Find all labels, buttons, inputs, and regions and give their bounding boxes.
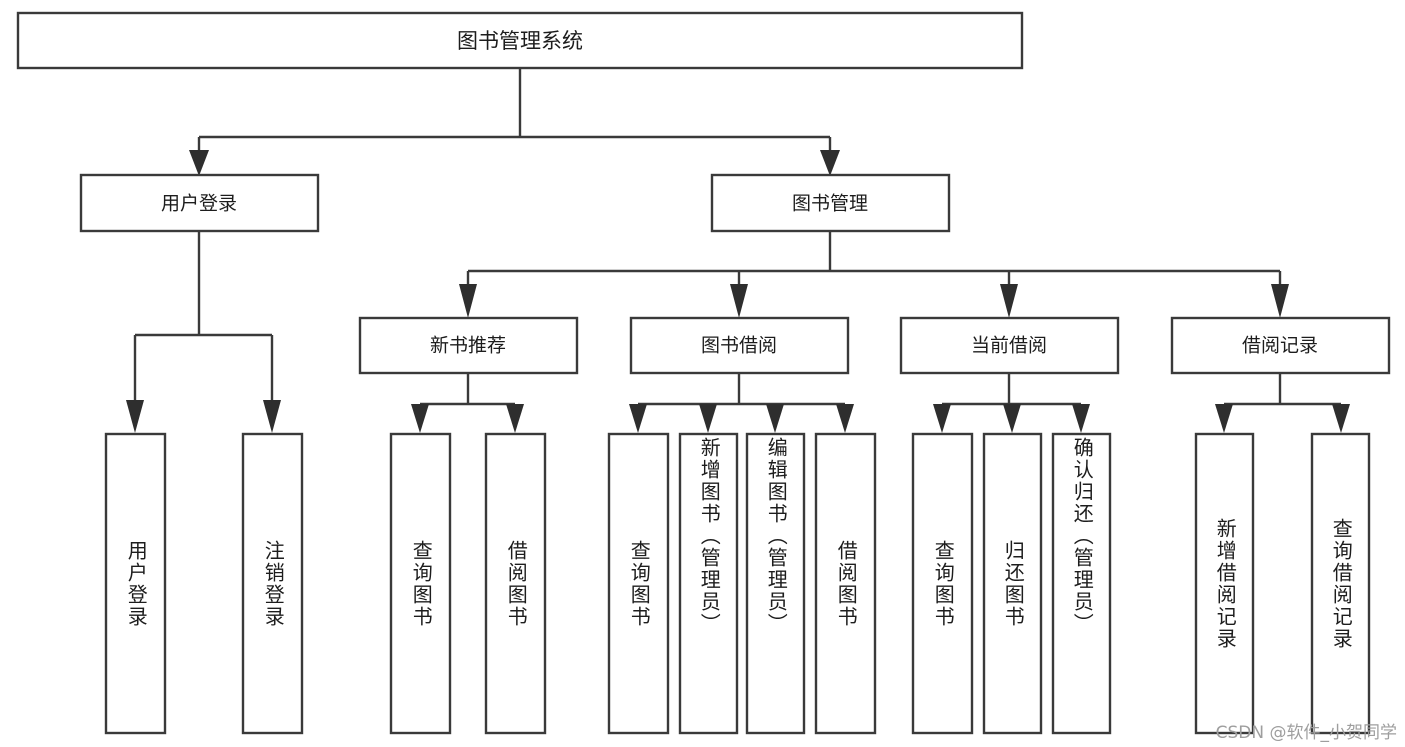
node-root[interactable]: 图书管理系统 [16,11,1024,70]
node-root-label: 图书管理系统 [457,29,583,53]
leaf-box-layer [104,432,1371,735]
node-leaf-confirm-return-box[interactable] [1051,432,1112,735]
node-book-manage-label: 图书管理 [792,193,868,215]
arrow-head-leaf-logout [263,400,281,433]
arrow-head-leaf-add-book [699,404,717,433]
arrow-head-leaf-query-book-3 [933,404,951,433]
arrow-head-leaf-edit-book [766,404,784,433]
arrow-head-leaf-user-login [126,400,144,433]
arrow-head-current-borrow [1000,284,1018,318]
node-leaf-query-book-2-box[interactable] [607,432,670,735]
node-leaf-add-book-box[interactable] [678,432,739,735]
node-new-book-recommend-label: 新书推荐 [430,335,506,357]
arrow-head-leaf-borrow-book-1 [506,404,524,433]
node-user-login-box[interactable] [79,173,320,233]
arrow-head-leaf-confirm-return [1072,404,1090,433]
arrow-head-borrow-record [1271,284,1289,318]
node-borrow-record-box[interactable] [1170,316,1391,375]
arrow-head-leaf-query-record [1332,404,1350,433]
node-leaf-edit-book-box[interactable] [745,432,806,735]
arrow-head-leaf-query-book-1 [411,404,429,433]
node-new-book-recommend-box[interactable] [358,316,579,375]
node-book-manage-box[interactable] [710,173,951,233]
node-root-box[interactable] [16,11,1024,70]
node-leaf-return-book-box[interactable] [982,432,1043,735]
node-leaf-logout-box[interactable] [241,432,304,735]
node-leaf-query-record-box[interactable] [1310,432,1371,735]
node-user-login-label: 用户登录 [161,193,237,215]
node-current-borrow[interactable]: 当前借阅 [899,316,1120,375]
node-new-book-recommend[interactable]: 新书推荐 [358,316,579,375]
arrow-head-new-book-recommend [459,284,477,318]
node-book-borrow-box[interactable] [629,316,850,375]
arrow-head-leaf-return-book [1003,404,1021,433]
node-current-borrow-label: 当前借阅 [971,335,1047,357]
node-current-borrow-box[interactable] [899,316,1120,375]
node-book-borrow[interactable]: 图书借阅 [629,316,850,375]
node-leaf-borrow-book-2-box[interactable] [814,432,877,735]
arrow-head-bookmanage [820,150,840,176]
node-book-borrow-label: 图书借阅 [701,335,777,357]
arrow-head-userlogin [189,150,209,176]
node-borrow-record-label: 借阅记录 [1242,335,1318,357]
arrow-head-book-borrow [730,284,748,318]
node-leaf-query-book-1-box[interactable] [389,432,452,735]
node-borrow-record[interactable]: 借阅记录 [1170,316,1391,375]
node-leaf-add-record-box[interactable] [1194,432,1255,735]
node-user-login[interactable]: 用户登录 [79,173,320,233]
arrow-head-leaf-query-book-2 [629,404,647,433]
node-book-manage[interactable]: 图书管理 [710,173,951,233]
connector-layer [126,68,1350,433]
node-leaf-query-book-3-box[interactable] [911,432,974,735]
node-leaf-borrow-book-1-box[interactable] [484,432,547,735]
node-leaf-user-login-box[interactable] [104,432,167,735]
arrow-head-leaf-borrow-book-2 [836,404,854,433]
arrow-head-leaf-add-record [1215,404,1233,433]
